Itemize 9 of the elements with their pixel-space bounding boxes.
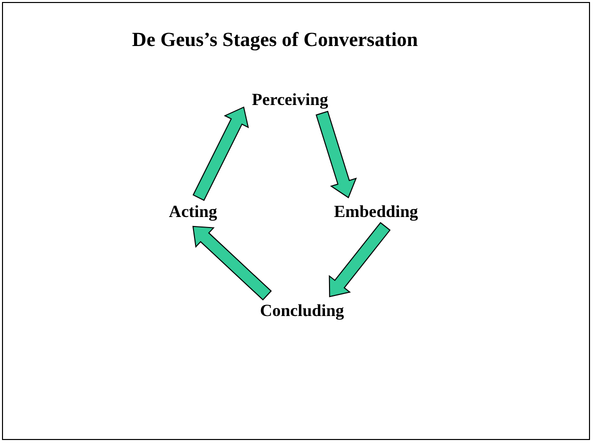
- block-arrow: [316, 110, 357, 198]
- stage-label: Embedding: [330, 200, 422, 224]
- block-arrow: [328, 222, 391, 298]
- title: De Geus’s Stages of Conversation: [132, 29, 418, 52]
- stage-label: Acting: [164, 200, 222, 224]
- block-arrow: [192, 106, 249, 201]
- stage-label: Concluding: [256, 299, 348, 323]
- block-arrow: [192, 226, 272, 300]
- stage-label: Perceiving: [248, 88, 332, 112]
